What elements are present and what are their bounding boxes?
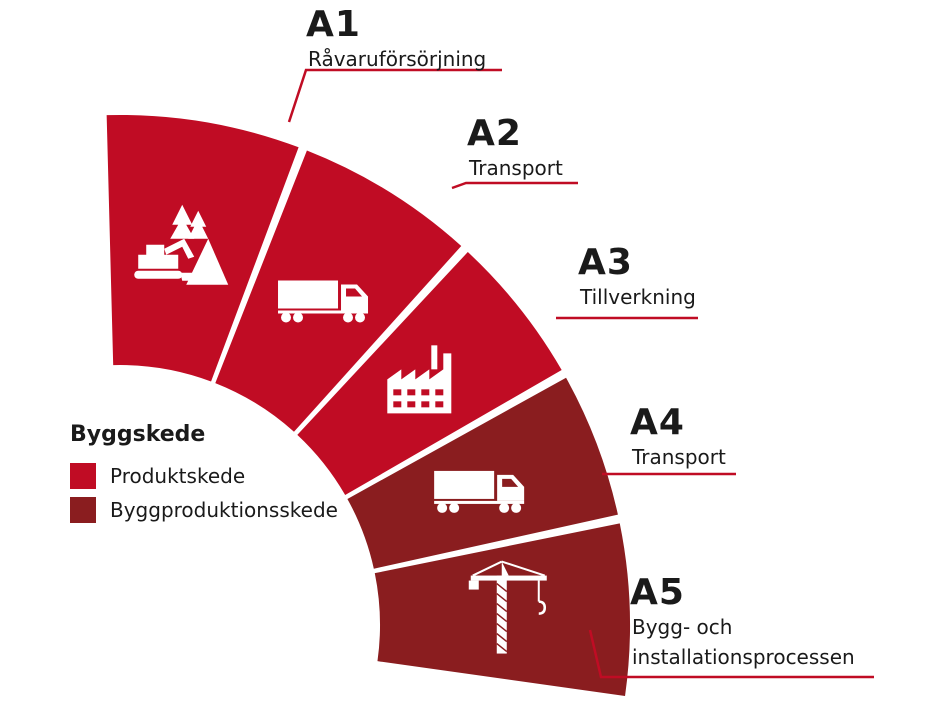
stage-code-a3: A3 [578,242,633,283]
leader-line-a1 [287,68,502,123]
segments [106,115,630,696]
truck-icon [278,280,369,323]
segment-a2 [215,150,462,432]
stage-code-a5: A5 [630,572,685,613]
factory-icon [387,345,452,414]
stage-label-a3: Tillverkning [579,285,696,309]
stage-code-a2: A2 [467,113,522,154]
stage-label-a2: Transport [468,156,563,180]
stage-label-a5: Bygg- och [632,615,732,639]
leader-lines [287,68,874,679]
stage-label-a5: installationsprocessen [632,645,855,669]
legend-item-produktskede: Produktskede [70,459,338,493]
stage-code-a1: A1 [306,4,361,45]
raw-material-extraction-icon [134,204,229,285]
legend-label: Produktskede [110,464,246,488]
leader-line-a2 [451,181,578,190]
icons [134,204,547,654]
segment-a1 [106,115,299,382]
legend-swatch-byggproduktionsskede [70,497,96,523]
legend-swatch-produktskede [70,463,96,489]
stage-label-a1: Råvaruförsörjning [308,47,486,71]
legend: Byggskede Produktskede Byggproduktionssk… [70,422,338,527]
legend-label: Byggproduktionsskede [110,498,338,522]
leader-line-a5 [588,629,874,679]
segment-a3 [297,252,562,495]
stage-labels: A1RåvaruförsörjningA2TransportA3Tillverk… [306,4,855,669]
truck-icon [434,470,525,513]
stage-label-a4: Transport [631,445,726,469]
crane-icon [468,560,547,654]
stage-code-a4: A4 [630,402,685,443]
legend-title: Byggskede [70,422,206,447]
legend-item-byggproduktionsskede: Byggproduktionsskede [70,493,338,527]
